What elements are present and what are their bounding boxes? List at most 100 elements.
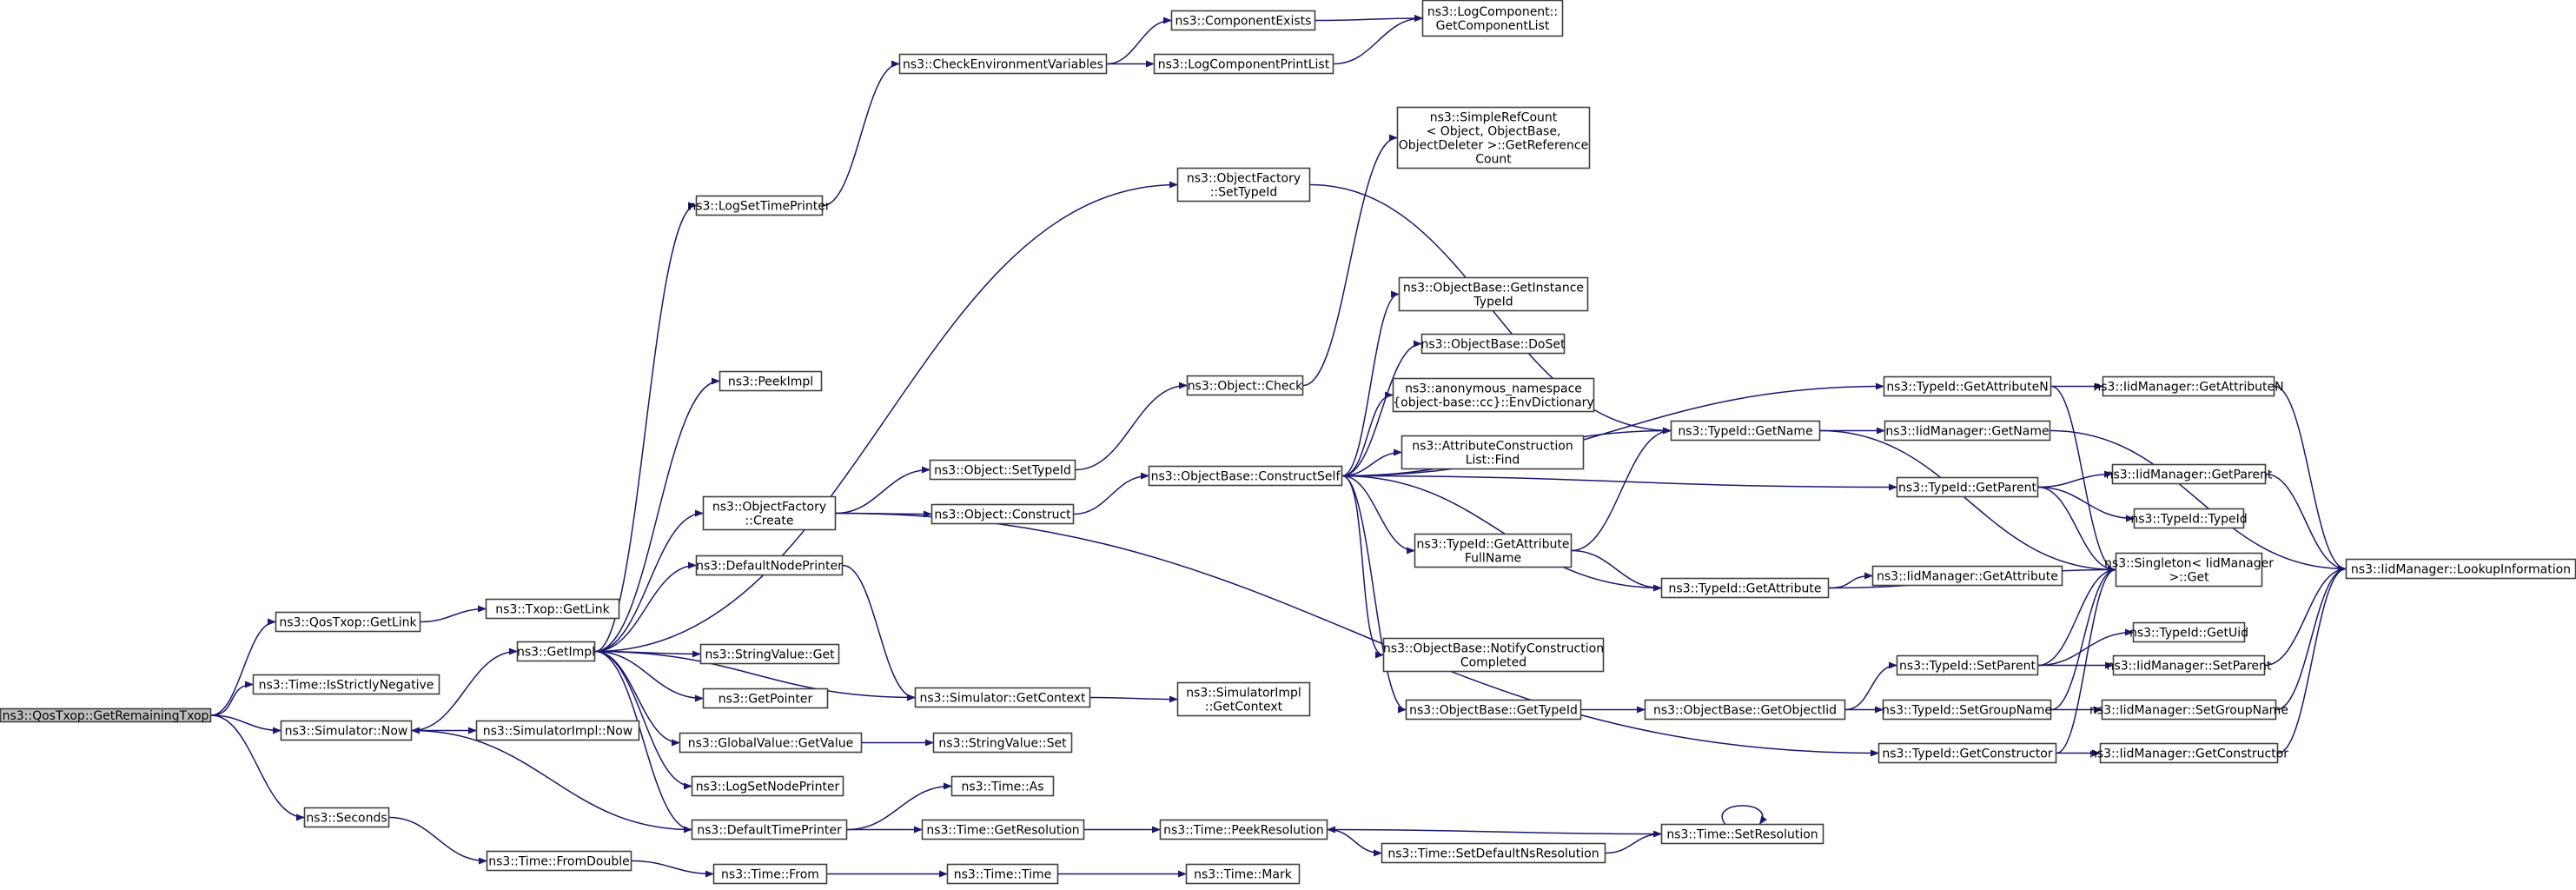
node-checkenvvars[interactable]: ns3::CheckEnvironmentVariables <box>898 53 1108 75</box>
call-edge-iidmanager_getconstructor-to-iidmanager_lookupinformation <box>2277 565 2347 754</box>
node-simimpl_getcontext[interactable]: ns3::SimulatorImpl::GetContext <box>1176 681 1311 717</box>
node-object_construct[interactable]: ns3::Object::Construct <box>930 503 1075 525</box>
call-edge-typeid_setgroupname-to-singleton_get <box>2050 566 2116 711</box>
node-iidmanager_getparent[interactable]: ns3::IidManager::GetParent <box>2106 463 2273 485</box>
node-typeid_getparent[interactable]: ns3::TypeId::GetParent <box>1896 476 2039 498</box>
node-simimpl_now[interactable]: ns3::SimulatorImpl::Now <box>475 720 640 741</box>
node-typeid_getuid[interactable]: ns3::TypeId::GetUid <box>2129 621 2248 643</box>
node-box <box>0 707 212 723</box>
node-logsetnodeprinter[interactable]: ns3::LogSetNodePrinter <box>691 775 844 797</box>
node-time_from[interactable]: ns3::Time::From <box>712 863 828 885</box>
node-typeid_getname[interactable]: ns3::TypeId::GetName <box>1670 420 1821 442</box>
node-envdictionary[interactable]: ns3::anonymous_namespace{object-base::cc… <box>1392 377 1595 413</box>
node-typeid_getattribute[interactable]: ns3::TypeId::GetAttribute <box>1660 577 1830 599</box>
node-logsettimeprinter[interactable]: ns3::LogSetTimePrinter <box>688 195 831 216</box>
node-ob_doset[interactable]: ns3::ObjectBase::DoSet <box>1421 333 1566 355</box>
node-label: ns3::Object::Construct <box>934 508 1071 522</box>
node-label: ns3::Time::Time <box>954 868 1051 882</box>
node-label: ns3::ObjectBase::NotifyConstruction <box>1383 642 1604 656</box>
node-iidmanager_setgroupname[interactable]: ns3::IidManager::SetGroupName <box>2089 699 2288 721</box>
node-of_settypeid[interactable]: ns3::ObjectFactory::SetTypeId <box>1176 167 1311 203</box>
node-object_check[interactable]: ns3::Object::Check <box>1186 375 1304 396</box>
call-edge-typeid_getparent-to-iidmanager_getparent <box>2037 470 2113 488</box>
node-typeid_typeid[interactable]: ns3::TypeId::TypeId <box>2130 508 2248 529</box>
node-componentexists[interactable]: ns3::ComponentExists <box>1170 10 1316 31</box>
node-defaulttimeprinter[interactable]: ns3::DefaultTimePrinter <box>691 819 848 840</box>
call-edge-checkenvvars-to-componentexists <box>1106 17 1172 65</box>
call-edge-typeid_getparent-to-singleton_get <box>2037 486 2116 574</box>
node-stringvalue_get[interactable]: ns3::StringValue::Get <box>699 643 840 665</box>
node-box <box>1398 276 1589 312</box>
call-edge-getimpl-to-defaultnodeprinter <box>594 561 697 653</box>
node-time_mark[interactable]: ns3::Time::Mark <box>1185 863 1301 885</box>
call-edge-object_settypeid-to-object_check <box>1075 382 1188 471</box>
node-sim_now[interactable]: ns3::Simulator::Now <box>280 720 413 741</box>
node-typeid_getattributen[interactable]: ns3::TypeId::GetAttributeN <box>1883 375 2052 397</box>
call-edge-logsettimeprinter-to-checkenvvars <box>822 60 900 207</box>
node-time_fromdouble[interactable]: ns3::Time::FromDouble <box>486 850 632 872</box>
node-label: < Object, ObjectBase, <box>1427 125 1561 139</box>
node-stringvalue_set[interactable]: ns3::StringValue::Set <box>932 732 1073 754</box>
node-logcomp_getlist[interactable]: ns3::LogComponent::GetComponentList <box>1421 0 1564 37</box>
call-edge-ob_constructself-to-ob_getinstancetypeid <box>1341 290 1400 477</box>
call-edge-getimpl-to-logsetnodeprinter <box>594 650 692 790</box>
node-iidmanager_getname[interactable]: ns3::IidManager::GetName <box>1884 420 2051 442</box>
node-ob_constructself[interactable]: ns3::ObjectBase::ConstructSelf <box>1148 465 1343 487</box>
call-edge-ob_constructself-to-typeid_getattribute <box>1341 475 1662 592</box>
node-time_isstrictneg[interactable]: ns3::Time::IsStrictlyNegative <box>252 674 440 695</box>
node-iidmanager_setparent[interactable]: ns3::IidManager::SetParent <box>2107 654 2272 676</box>
node-of_create[interactable]: ns3::ObjectFactory::Create <box>702 495 837 531</box>
node-box <box>280 720 413 741</box>
node-time_getresolution[interactable]: ns3::Time::GetResolution <box>921 819 1085 840</box>
node-peekimpl[interactable]: ns3::PeekImpl <box>718 370 823 392</box>
node-defaultnodeprinter[interactable]: ns3::DefaultNodePrinter <box>695 555 844 576</box>
node-iidmanager_getattributen[interactable]: ns3::IidManager::GetAttributeN <box>2093 375 2284 397</box>
node-globalvalue_getvalue[interactable]: ns3::GlobalValue::GetValue <box>679 732 863 754</box>
node-sim_getcontext[interactable]: ns3::Simulator::GetContext <box>914 687 1091 708</box>
node-typeid_setparent[interactable]: ns3::TypeId::SetParent <box>1896 654 2039 676</box>
node-label: ns3::Time::PeekResolution <box>1163 824 1324 838</box>
node-label: ns3::QosTxop::GetLink <box>279 616 417 630</box>
node-time_setresolution[interactable]: ns3::Time::SetResolution <box>1660 823 1824 845</box>
node-logcomponentprintlist[interactable]: ns3::LogComponentPrintList <box>1153 53 1334 75</box>
node-seconds[interactable]: ns3::Seconds <box>303 807 390 828</box>
node-time_as[interactable]: ns3::Time::As <box>950 775 1055 797</box>
node-simplerefcount[interactable]: ns3::SimpleRefCount< Object, ObjectBase,… <box>1396 106 1591 169</box>
call-edge-typeid_getattributefullname-to-typeid_getattribute <box>1571 549 1662 592</box>
node-typeid_setgroupname[interactable]: ns3::TypeId::SetGroupName <box>1882 699 2052 721</box>
node-label: ns3::IidManager::GetParent <box>2106 468 2273 482</box>
node-label: ObjectDeleter >::GetReference <box>1399 139 1588 153</box>
node-label: ns3::LogComponentPrintList <box>1158 58 1330 72</box>
node-object_settypeid[interactable]: ns3::Object::SetTypeId <box>929 459 1076 481</box>
node-getimpl[interactable]: ns3::GetImpl <box>516 641 596 662</box>
node-label: ns3::LogComponent:: <box>1427 5 1558 19</box>
node-label: Count <box>1475 153 1512 167</box>
node-ob_getobjectiid[interactable]: ns3::ObjectBase::GetObjectIid <box>1644 699 1846 721</box>
node-ob_gettypeid[interactable]: ns3::ObjectBase::GetTypeId <box>1405 699 1582 721</box>
node-iidmanager_getattribute[interactable]: ns3::IidManager::GetAttribute <box>1871 565 2063 587</box>
call-edge-ob_constructself-to-envdictionary <box>1341 391 1394 477</box>
node-box <box>1877 742 2057 764</box>
node-box <box>921 819 1085 840</box>
node-time_time[interactable]: ns3::Time::Time <box>946 863 1059 885</box>
node-qos_getlink[interactable]: ns3::QosTxop::GetLink <box>275 611 421 633</box>
node-box <box>1392 377 1595 413</box>
node-txop_getlink[interactable]: ns3::Txop::GetLink <box>485 598 620 620</box>
node-label: ns3::TypeId::GetAttribute <box>1669 582 1822 596</box>
node-iidmanager_getconstructor[interactable]: ns3::IidManager::GetConstructor <box>2089 742 2288 764</box>
node-time_setdefaultnsresolution[interactable]: ns3::Time::SetDefaultNsResolution <box>1381 842 1606 864</box>
node-time_peekresolution[interactable]: ns3::Time::PeekResolution <box>1159 819 1328 840</box>
node-singleton_get[interactable]: ns3::Singleton< IidManager>::Get <box>2104 552 2274 588</box>
node-label: ns3::Object::Check <box>1188 380 1303 394</box>
node-iidmanager_lookupinformation[interactable]: ns3::IidManager::LookupInformation <box>2345 558 2576 580</box>
node-root[interactable]: ns3::QosTxop::GetRemainingTxop <box>0 707 212 724</box>
call-edge-time_setdefaultnsresolution-to-time_setresolution <box>1605 830 1662 854</box>
node-ob_notifyconstructioncompleted[interactable]: ns3::ObjectBase::NotifyConstructionCompl… <box>1382 637 1605 673</box>
node-label: ns3::Time::GetResolution <box>926 824 1079 838</box>
node-typeid_getconstructor[interactable]: ns3::TypeId::GetConstructor <box>1877 742 2057 764</box>
node-getpointer[interactable]: ns3::GetPointer <box>702 687 829 709</box>
node-box <box>303 807 390 828</box>
